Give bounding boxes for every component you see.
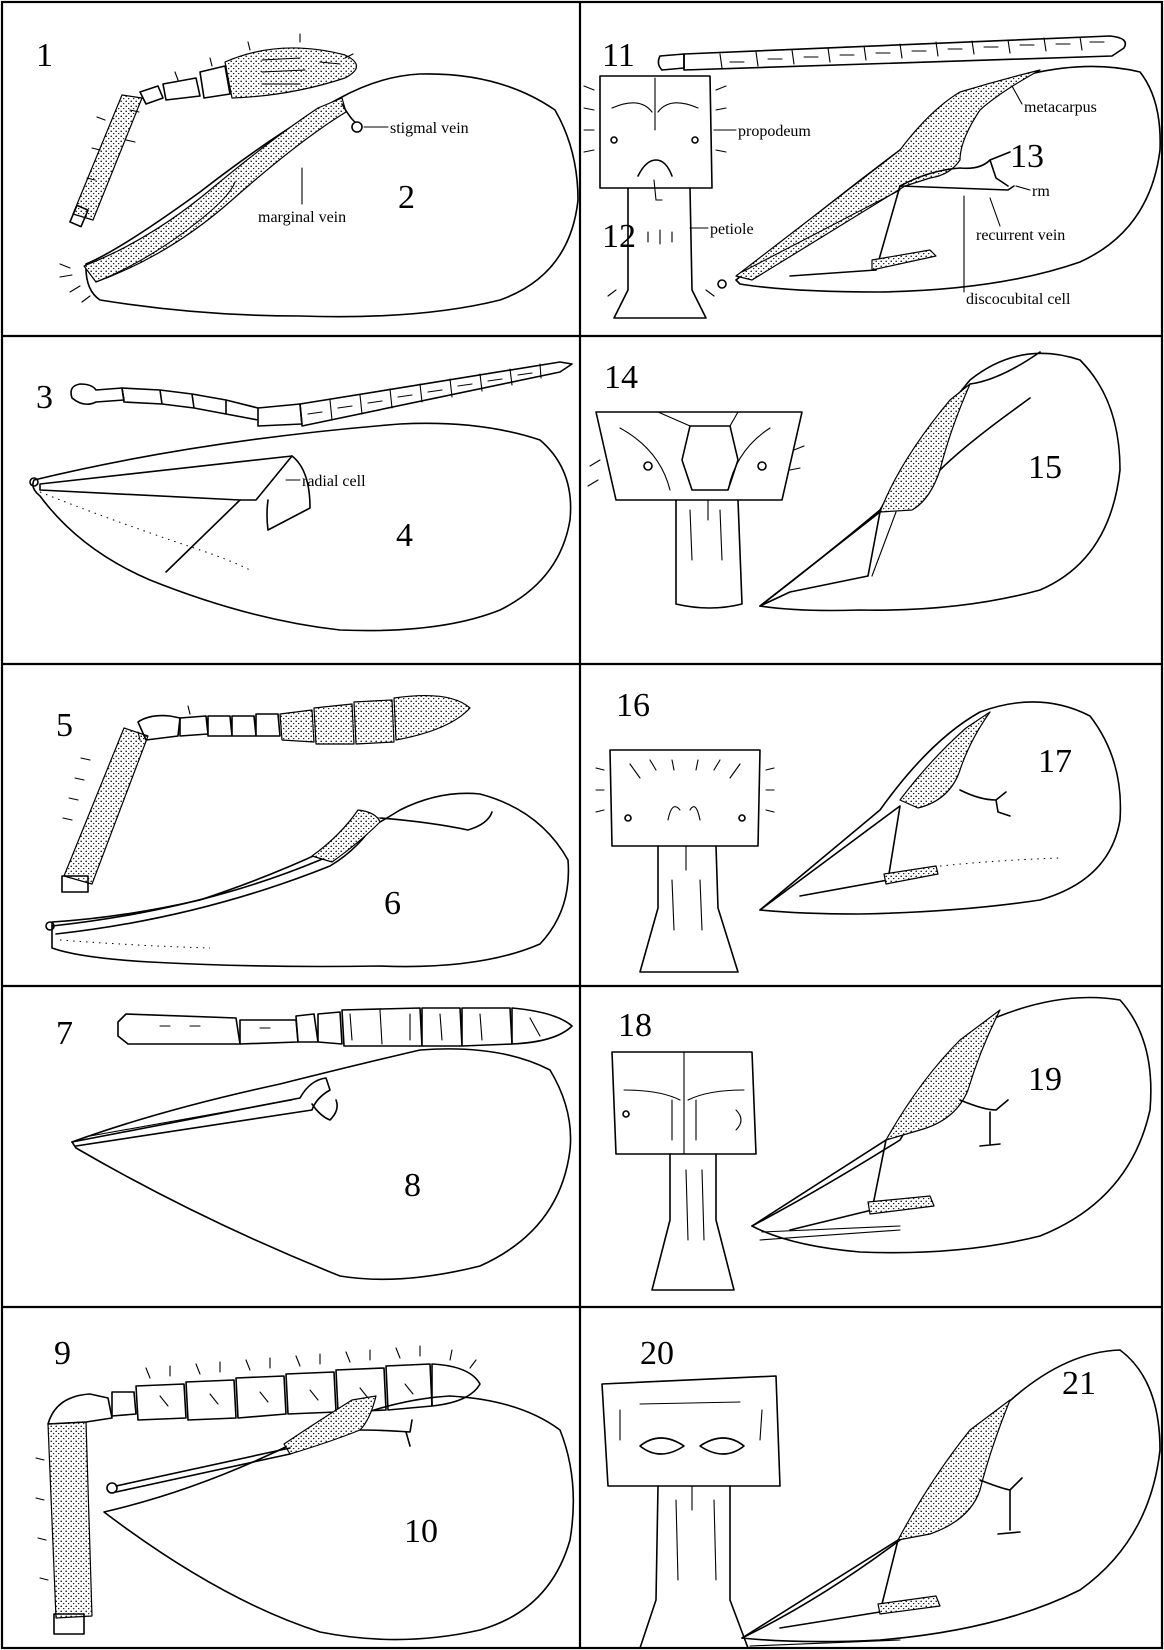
propodeum-drawing-fig-18 (612, 1052, 756, 1290)
figure-number-4: 4 (396, 517, 413, 554)
wing-drawing-fig-4 (30, 423, 571, 630)
label-marginal-vein-text: marginal vein (258, 209, 346, 226)
figure-number-16: 16 (616, 687, 650, 724)
figure-number-11: 11 (602, 37, 635, 74)
figure-number-19: 19 (1028, 1061, 1062, 1098)
wing-drawing-fig-10 (104, 1396, 573, 1640)
wing-drawing-fig-8 (72, 1049, 571, 1279)
figure-number-3: 3 (36, 379, 53, 416)
wing-drawing-fig-15 (760, 352, 1120, 611)
label-propodeum-text: propodeum (738, 123, 811, 140)
wing-drawing-fig-17 (760, 702, 1120, 914)
label-metacarpus: metacarpus (1012, 86, 1097, 116)
figure-number-15: 15 (1028, 449, 1062, 486)
label-discocubital-cell-text: discocubital cell (966, 291, 1071, 308)
figure-number-1: 1 (36, 37, 53, 74)
figure-number-10: 10 (404, 1513, 438, 1550)
label-rm-text: rm (1032, 183, 1050, 200)
antenna-drawing-fig-9 (36, 1346, 480, 1634)
wing-drawing-fig-21 (742, 1350, 1160, 1646)
figure-number-7: 7 (56, 1015, 73, 1052)
propodeum-drawing-fig-12 (584, 76, 726, 318)
panel-fig-20-21: 20 21 (602, 1335, 1160, 1648)
figure-number-2: 2 (398, 179, 415, 216)
label-stigmal-vein: stigmal vein (364, 120, 469, 137)
propodeum-drawing-fig-14 (588, 412, 804, 608)
antenna-drawing-fig-3 (71, 362, 572, 426)
figure-number-20: 20 (640, 1335, 674, 1372)
label-recurrent-vein: recurrent vein (976, 198, 1065, 244)
figure-number-14: 14 (604, 359, 638, 396)
label-stigmal-vein-text: stigmal vein (390, 120, 469, 137)
wing-drawing-fig-6 (46, 793, 568, 966)
antenna-drawing-fig-5 (62, 696, 470, 892)
figure-number-9: 9 (54, 1335, 71, 1372)
panel-fig-16-17: 16 17 (596, 687, 1120, 972)
label-radial-cell: radial cell (286, 473, 366, 490)
figure-number-12: 12 (602, 218, 636, 255)
panel-fig-18-19: 18 19 (612, 998, 1151, 1291)
panel-fig-1-2: 1 2 stigmal vein marginal v (36, 34, 578, 317)
label-petiole: petiole (690, 221, 754, 238)
panel-fig-11-12-13: 11 12 13 propodeum petiole (584, 36, 1160, 318)
figure-number-6: 6 (384, 885, 401, 922)
panel-fig-7-8: 7 8 (56, 1008, 572, 1279)
label-rm: rm (1016, 183, 1050, 200)
antenna-drawing-fig-7 (118, 1008, 572, 1046)
figure-number-18: 18 (618, 1007, 652, 1044)
figure-number-5: 5 (56, 707, 73, 744)
panel-fig-9-10: 9 10 (36, 1335, 573, 1640)
figure-number-13: 13 (1010, 138, 1044, 175)
label-metacarpus-text: metacarpus (1024, 99, 1097, 116)
label-propodeum: propodeum (714, 123, 811, 140)
panel-fig-14-15: 14 15 (588, 352, 1120, 611)
label-marginal-vein: marginal vein (258, 168, 346, 226)
propodeum-drawing-fig-20 (602, 1376, 780, 1648)
figure-number-17: 17 (1038, 743, 1072, 780)
label-recurrent-vein-text: recurrent vein (976, 227, 1065, 244)
figure-number-8: 8 (404, 1167, 421, 1204)
label-discocubital-cell: discocubital cell (964, 196, 1071, 308)
label-radial-cell-text: radial cell (302, 473, 366, 490)
figure-number-21: 21 (1062, 1365, 1096, 1402)
propodeum-drawing-fig-16 (596, 750, 774, 972)
panel-fig-3-4: 3 4 radial cell (30, 362, 572, 631)
wing-drawing-fig-19 (752, 998, 1151, 1253)
label-petiole-text: petiole (710, 221, 754, 238)
antenna-drawing-fig-11 (658, 36, 1125, 70)
panel-fig-5-6: 5 6 (46, 696, 568, 967)
